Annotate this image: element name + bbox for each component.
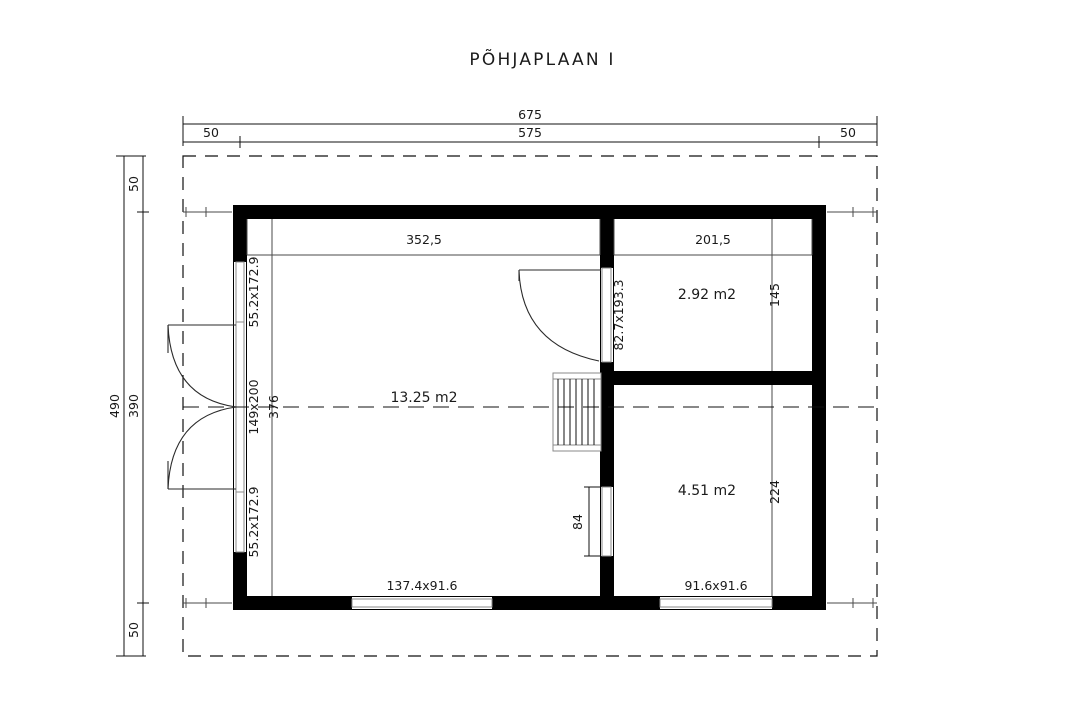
dim-opening-84: 84 — [570, 514, 585, 530]
partition-opening-84 — [584, 486, 613, 557]
dim-lower-right-height: 224 — [767, 480, 782, 504]
dim-top-left-offset: 50 — [203, 125, 219, 140]
overhang-tick-marks — [183, 207, 877, 608]
area-upper-right-room: 2.92 m2 — [678, 287, 736, 303]
page-title: PÕHJAPLAAN I — [469, 50, 616, 70]
label-interior-door: 82.7x193.3 — [611, 279, 626, 350]
dim-left-top-offset: 50 — [126, 176, 141, 192]
dim-top-right-offset: 50 — [840, 125, 856, 140]
dim-interior-right-width: 201,5 — [695, 232, 731, 247]
area-main-room: 13.25 m2 — [390, 390, 457, 406]
left-window-top — [234, 261, 246, 323]
dim-left-bottom-offset: 50 — [126, 622, 141, 638]
label-left-door: 149x200 — [246, 379, 261, 434]
bottom-window-right — [659, 597, 773, 609]
bottom-window-left — [351, 597, 493, 609]
label-left-window-bottom: 55.2x172.9 — [246, 486, 261, 557]
interior-door — [518, 267, 613, 363]
top-dimension-chain — [182, 116, 878, 148]
left-dimension-chain — [116, 155, 149, 657]
ladder-hatch-element — [552, 372, 602, 452]
dim-left-inner: 390 — [126, 394, 141, 418]
dim-upper-right-height: 145 — [767, 283, 782, 307]
label-bottom-window-right: 91.6x91.6 — [684, 578, 747, 593]
dim-top-inner: 575 — [518, 125, 542, 140]
interior-dimension-lines — [246, 219, 813, 596]
left-window-bottom — [234, 491, 246, 553]
dim-interior-main-width: 352,5 — [406, 232, 442, 247]
area-lower-right-room: 4.51 m2 — [678, 483, 736, 499]
dim-top-overall: 675 — [518, 107, 542, 122]
dim-left-overall: 490 — [107, 394, 122, 418]
label-bottom-window-left: 137.4x91.6 — [386, 578, 457, 593]
dim-interior-main-height: 376 — [266, 395, 281, 419]
label-left-window-top: 55.2x172.9 — [246, 256, 261, 327]
roof-overhang-outline — [182, 155, 878, 657]
